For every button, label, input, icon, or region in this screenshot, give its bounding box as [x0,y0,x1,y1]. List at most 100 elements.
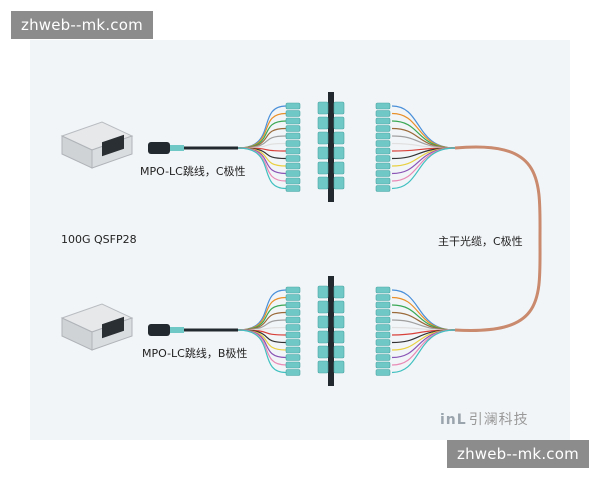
lc-connector [375,294,391,301]
adapter-left [317,300,329,314]
lc-connector [375,170,391,177]
fiber-strand [391,329,456,374]
cassette-rail [328,92,334,202]
lc-connector [285,361,301,369]
lc-connector [285,346,301,354]
qsfp-label: 100G QSFP28 [61,233,137,246]
lc-connector [375,147,391,155]
adapter-left [317,315,329,329]
mpo-connector [148,324,170,336]
lc-connector [285,147,301,155]
lc-connector [375,339,391,346]
fiber-strand [391,105,456,149]
mpo-connector-top [148,142,238,154]
patch-c-label: MPO-LC跳线，C极性 [140,165,246,178]
fanout-right-top [391,105,456,190]
lc-connector [375,309,391,316]
adapter-right [333,101,345,115]
fiber-strand [391,142,456,149]
adapter-right [333,315,345,329]
lc-column-right-bottom [375,286,391,376]
trunk-cable [454,145,542,332]
adapter-left [317,176,329,190]
adapter-left [317,116,329,130]
lc-connector [375,162,391,170]
lc-connector [375,125,391,132]
adapter-right [333,345,345,359]
adapter-right [333,285,345,299]
lc-connector [285,294,301,301]
qsfp-module-top [60,121,134,169]
lc-connector [285,354,301,361]
qsfp-port [102,316,124,339]
lc-connector [375,369,391,376]
fanout-left-top [237,105,287,190]
lc-connector [375,110,391,117]
qsfp-port [102,134,124,157]
lc-column-left-bottom [285,286,301,376]
lc-connector [375,346,391,354]
lc-connector [375,331,391,339]
fiber-strand [391,147,456,190]
adapter-right [333,131,345,145]
mpo-boot [170,145,184,151]
fanout-right-bottom [391,289,456,374]
trunk-label: 主干光缆，C极性 [438,235,523,248]
lc-connector [375,102,391,110]
lc-connector [285,117,301,125]
adapter-left [317,146,329,160]
adapter-left [317,285,329,299]
lc-connector [375,286,391,294]
adapter-left [317,345,329,359]
lc-connector [375,140,391,147]
lc-connector [285,170,301,177]
fiber-strand [391,147,456,182]
adapter-panel-top [317,92,345,202]
lc-connector [285,155,301,162]
fiber-strand [391,112,456,149]
cassette-rail [328,276,334,386]
fiber-strand [237,147,287,190]
adapter-right [333,300,345,314]
lc-connector [375,301,391,309]
lc-connector [285,177,301,185]
lc-connector [285,331,301,339]
lc-connector [375,316,391,324]
adapter-right [333,360,345,374]
lc-connector [375,361,391,369]
lc-connector [375,132,391,140]
lc-connector [285,185,301,192]
adapter-panel-bottom [317,276,345,386]
mpo-boot [170,327,184,333]
lc-connector [285,140,301,147]
watermark-top: zhweb--mk.com [11,11,153,39]
fiber-strand [237,329,287,374]
qsfp-module-bottom [60,303,134,351]
mpo-connector-bottom [148,324,238,336]
lc-connector [285,286,301,294]
fiber-strand [237,289,287,331]
lc-connector [285,132,301,140]
lc-connector [285,316,301,324]
patch-b-label: MPO-LC跳线，B极性 [142,347,248,360]
lc-connector [375,155,391,162]
adapter-left [317,161,329,175]
lc-connector [375,324,391,331]
lc-connector [285,369,301,376]
lc-column-right-top [375,102,391,192]
brand-logo-mark: inL [440,412,467,428]
adapter-right [333,176,345,190]
lc-connector [285,309,301,316]
lc-connector [285,110,301,117]
mpo-connector [148,142,170,154]
lc-connector [375,177,391,185]
adapter-right [333,330,345,344]
lc-connector [375,117,391,125]
adapter-right [333,116,345,130]
lc-connector [285,162,301,170]
fanout-left-bottom [237,289,287,374]
brand-name: 引澜科技 [468,412,529,428]
lc-connector [285,324,301,331]
